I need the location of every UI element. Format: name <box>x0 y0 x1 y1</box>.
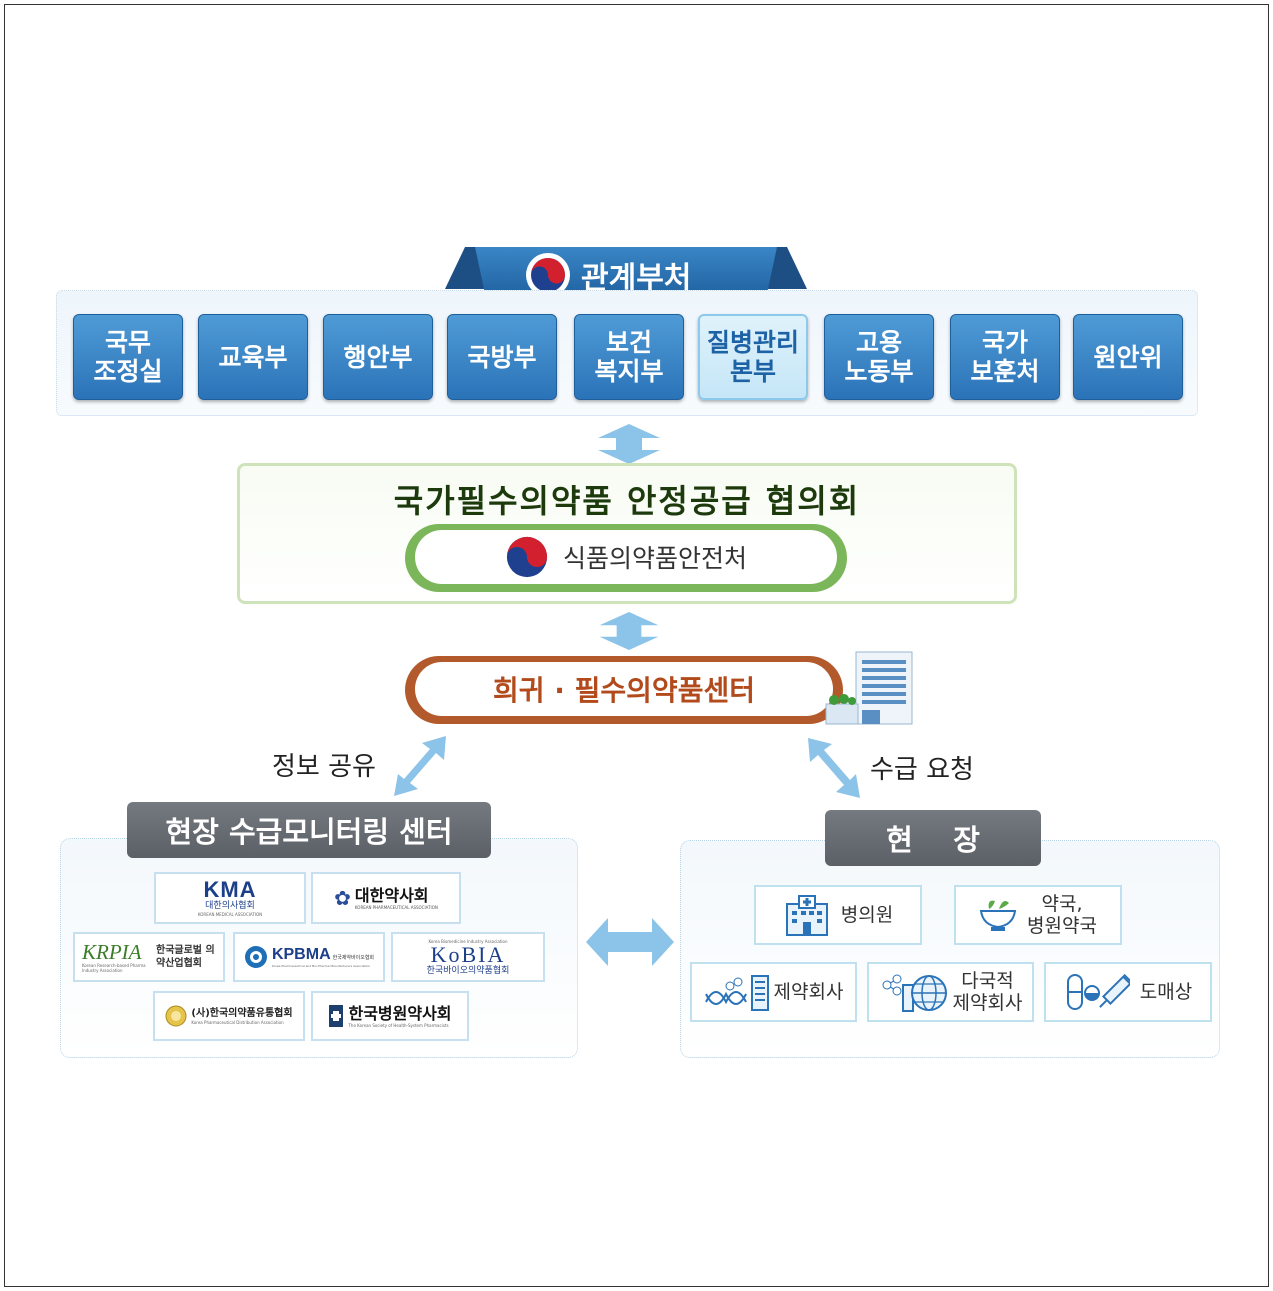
dna-building-icon <box>704 975 769 1011</box>
kpbma-sub: Korea Pharmaceutical and Bio-Pharma Manu… <box>271 964 371 968</box>
kpda-emblem-icon <box>165 1005 187 1027</box>
field-title-text: 현 장 <box>886 823 980 857</box>
ministry-label-line2: 노동부 <box>844 357 914 386</box>
mfds-pill: 식품의약품안전처 <box>415 530 837 584</box>
ministry-label-line1: 국가 <box>981 328 1028 357</box>
monitoring-title-text: 현장 수급모니터링 센터 <box>165 815 453 849</box>
ministry-label-line1: 국방부 <box>467 342 537 372</box>
ministry-item: 행안부 <box>323 314 433 400</box>
ministry-item: 국방부 <box>447 314 557 400</box>
kpa-emblem-icon: ✿ <box>334 886 351 910</box>
krpia-name: 한국글로벌 의약산업협회 <box>156 945 215 969</box>
taegeuk-icon <box>526 253 570 297</box>
ministry-label-line2: 보훈처 <box>970 357 1040 386</box>
krpia-logo: KRPIA Korean Research-based Pharma Indus… <box>73 932 225 982</box>
kpa-sub: KOREAN PHARMACEUTICAL ASSOCIATION <box>354 904 438 910</box>
kobia-logo: Korea Biomedicine Industry Association K… <box>391 932 545 982</box>
kshp-sub: The Korean Society of Health-System Phar… <box>348 1022 449 1028</box>
diagonal-arrow-right-icon <box>808 738 860 798</box>
updown-arrow-icon <box>598 424 660 464</box>
ministry-label-line1: 원안위 <box>1093 342 1163 372</box>
flow-label-supply-request: 수급 요청 <box>870 755 974 785</box>
kobia-name: 한국바이오의약품협회 <box>426 965 510 976</box>
center-name: 희귀 · 필수의약품센터 <box>493 674 755 707</box>
field-item-label: 제약회사 <box>773 981 844 1003</box>
ministry-label-line2: 조정실 <box>93 357 163 386</box>
kpda-logo: (사)한국의약품유통협회 Korea Pharmaceutical Distri… <box>153 991 305 1041</box>
kpbma-emblem-icon <box>244 946 267 968</box>
field-item-label: 약국, 병원약국 <box>1027 893 1097 937</box>
building-icon <box>825 651 913 725</box>
field-item-wholesaler: 도매상 <box>1044 962 1212 1022</box>
kpbma-abbr: KPBMA <box>271 946 331 963</box>
field-item-multinational: 다국적 제약회사 <box>867 962 1034 1022</box>
kpda-sub: Korea Pharmaceutical Distribution Associ… <box>191 1019 284 1025</box>
kshp-name: 한국병원약사회 <box>348 1003 452 1023</box>
kpbma-logo: KPBMA 한국제약바이오협회 Korea Pharmaceutical and… <box>233 932 385 982</box>
kobia-sub: Korea Biomedicine Industry Association <box>428 938 508 944</box>
ministry-label-line1: 행안부 <box>343 342 413 372</box>
field-item-label: 병의원 <box>840 904 894 926</box>
pill-syringe-icon <box>1066 973 1130 1010</box>
kshp-emblem-icon <box>329 1005 344 1027</box>
kpda-name: (사)한국의약품유통협회 <box>191 1007 293 1019</box>
pharmacy-icon <box>979 900 1017 931</box>
ministry-label-line1: 국무 <box>104 328 151 357</box>
kma-sub: KOREAN MEDICAL ASSOCIATION <box>197 912 263 917</box>
kma-abbr: KMA <box>203 877 257 902</box>
field-title: 현 장 <box>825 810 1041 866</box>
flow-label-info-sharing: 정보 공유 <box>272 752 376 782</box>
kpa-name: 대한약사회 <box>354 885 429 905</box>
kma-logo: KMA 대한의사협회 KOREAN MEDICAL ASSOCIATION <box>154 872 306 924</box>
ministry-label-line2: 복지부 <box>594 357 664 386</box>
field-item-hospital: 병의원 <box>754 885 922 945</box>
krpia-sub: Korean Research-based Pharma Industry As… <box>82 963 146 973</box>
kma-name: 대한의사협회 <box>205 901 255 911</box>
center-pill: 희귀 · 필수의약품센터 <box>415 662 833 716</box>
monitoring-title: 현장 수급모니터링 센터 <box>127 802 491 858</box>
field-panel <box>680 840 1220 1058</box>
diagonal-arrow-left-icon <box>394 736 446 796</box>
updown-arrow-icon <box>599 612 659 650</box>
agency-name: 식품의약품안전처 <box>562 544 747 573</box>
ministry-label-line2: 본부 <box>729 357 776 386</box>
kobia-abbr: KoBIA <box>430 941 506 967</box>
ministry-item: 원안위 <box>1073 314 1183 400</box>
ministry-label-line1: 교육부 <box>218 342 288 372</box>
krpia-abbr: KRPIA <box>82 940 142 964</box>
field-item-label: 다국적 제약회사 <box>952 970 1023 1014</box>
field-item-pharmacy: 약국, 병원약국 <box>954 885 1122 945</box>
kpa-logo: ✿ 대한약사회 KOREAN PHARMACEUTICAL ASSOCIATIO… <box>311 872 461 924</box>
diagram-frame <box>4 4 1269 1287</box>
kpbma-name: 한국제약바이오협회 <box>332 955 375 961</box>
kshp-logo: 한국병원약사회 The Korean Society of Health-Sys… <box>311 991 469 1041</box>
hospital-icon <box>785 895 828 936</box>
globe-molecule-icon <box>882 974 947 1012</box>
taegeuk-icon <box>506 536 548 578</box>
ministry-label-line1: 보건 <box>605 328 652 357</box>
field-item-label: 도매상 <box>1139 981 1193 1003</box>
ministry-label-line1: 고용 <box>855 328 902 357</box>
horizontal-arrow-icon <box>586 918 674 966</box>
ministry-label-line1: 질병관리 <box>706 328 799 357</box>
ministry-item: 교육부 <box>198 314 308 400</box>
council-title: 국가필수의약품 안정공급 협의회 <box>393 482 861 520</box>
field-item-pharma-company: 제약회사 <box>690 962 857 1022</box>
